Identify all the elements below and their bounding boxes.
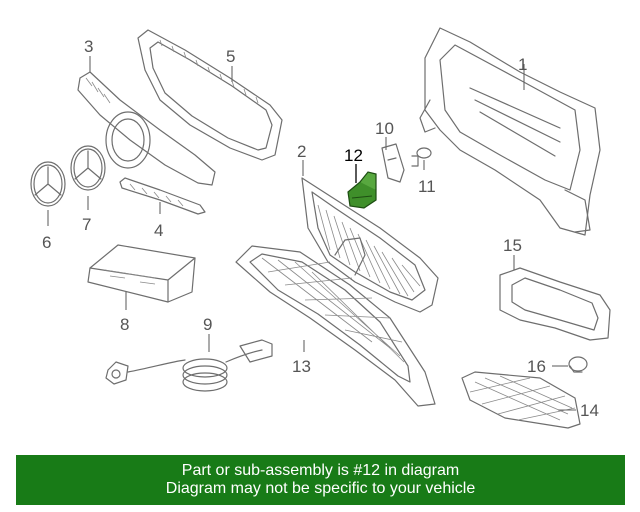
callout-16: 16 — [527, 357, 546, 376]
callout-6: 6 — [42, 233, 51, 252]
banner-line-part: Part or sub-assembly is #12 in diagram — [181, 462, 460, 479]
banner-line-disclaimer: Diagram may not be specific to your vehi… — [165, 480, 476, 497]
part-7-star-emblem — [70, 145, 106, 191]
callout-13: 13 — [292, 357, 311, 376]
part-16-push-clip — [568, 356, 588, 373]
callout-1: 1 — [518, 55, 527, 74]
callout-4: 4 — [154, 221, 163, 240]
callout-9: 9 — [203, 315, 212, 334]
callout-8: 8 — [120, 315, 129, 334]
callout-3: 3 — [84, 37, 93, 56]
callout-leaders — [47, 56, 576, 411]
parts-diagram: 1 2 3 4 5 6 7 8 9 10 11 12 13 14 15 16 — [30, 27, 611, 429]
callout-2: 2 — [297, 142, 306, 161]
callout-12: 12 — [344, 146, 363, 165]
part-11-screw — [411, 147, 432, 167]
part-10-clip — [381, 143, 405, 183]
part-14-fog-grille — [461, 371, 581, 429]
part-5-grille-surround — [137, 29, 283, 161]
part-12-bracket-highlighted — [347, 171, 377, 209]
callout-7: 7 — [82, 215, 91, 234]
part-15-air-duct — [499, 267, 611, 341]
callout-labels: 1 2 3 4 5 6 7 8 9 10 11 12 13 14 15 16 — [42, 37, 599, 420]
callout-14: 14 — [580, 401, 599, 420]
callout-11: 11 — [418, 177, 436, 196]
info-banner: Part or sub-assembly is #12 in diagram D… — [16, 455, 625, 505]
callout-5: 5 — [226, 47, 235, 66]
part-13-lower-grille — [235, 245, 436, 407]
callout-10: 10 — [375, 119, 394, 138]
part-2-grille-insert — [301, 177, 439, 313]
part-1-grille-frame — [419, 27, 601, 236]
part-3-grille-trim — [77, 71, 216, 186]
part-6-star-emblem — [30, 161, 66, 207]
part-9-wiring-harness — [105, 339, 273, 392]
part-8-sensor-housing — [87, 244, 196, 303]
part-4-lower-trim — [119, 177, 206, 215]
callout-15: 15 — [503, 236, 522, 255]
